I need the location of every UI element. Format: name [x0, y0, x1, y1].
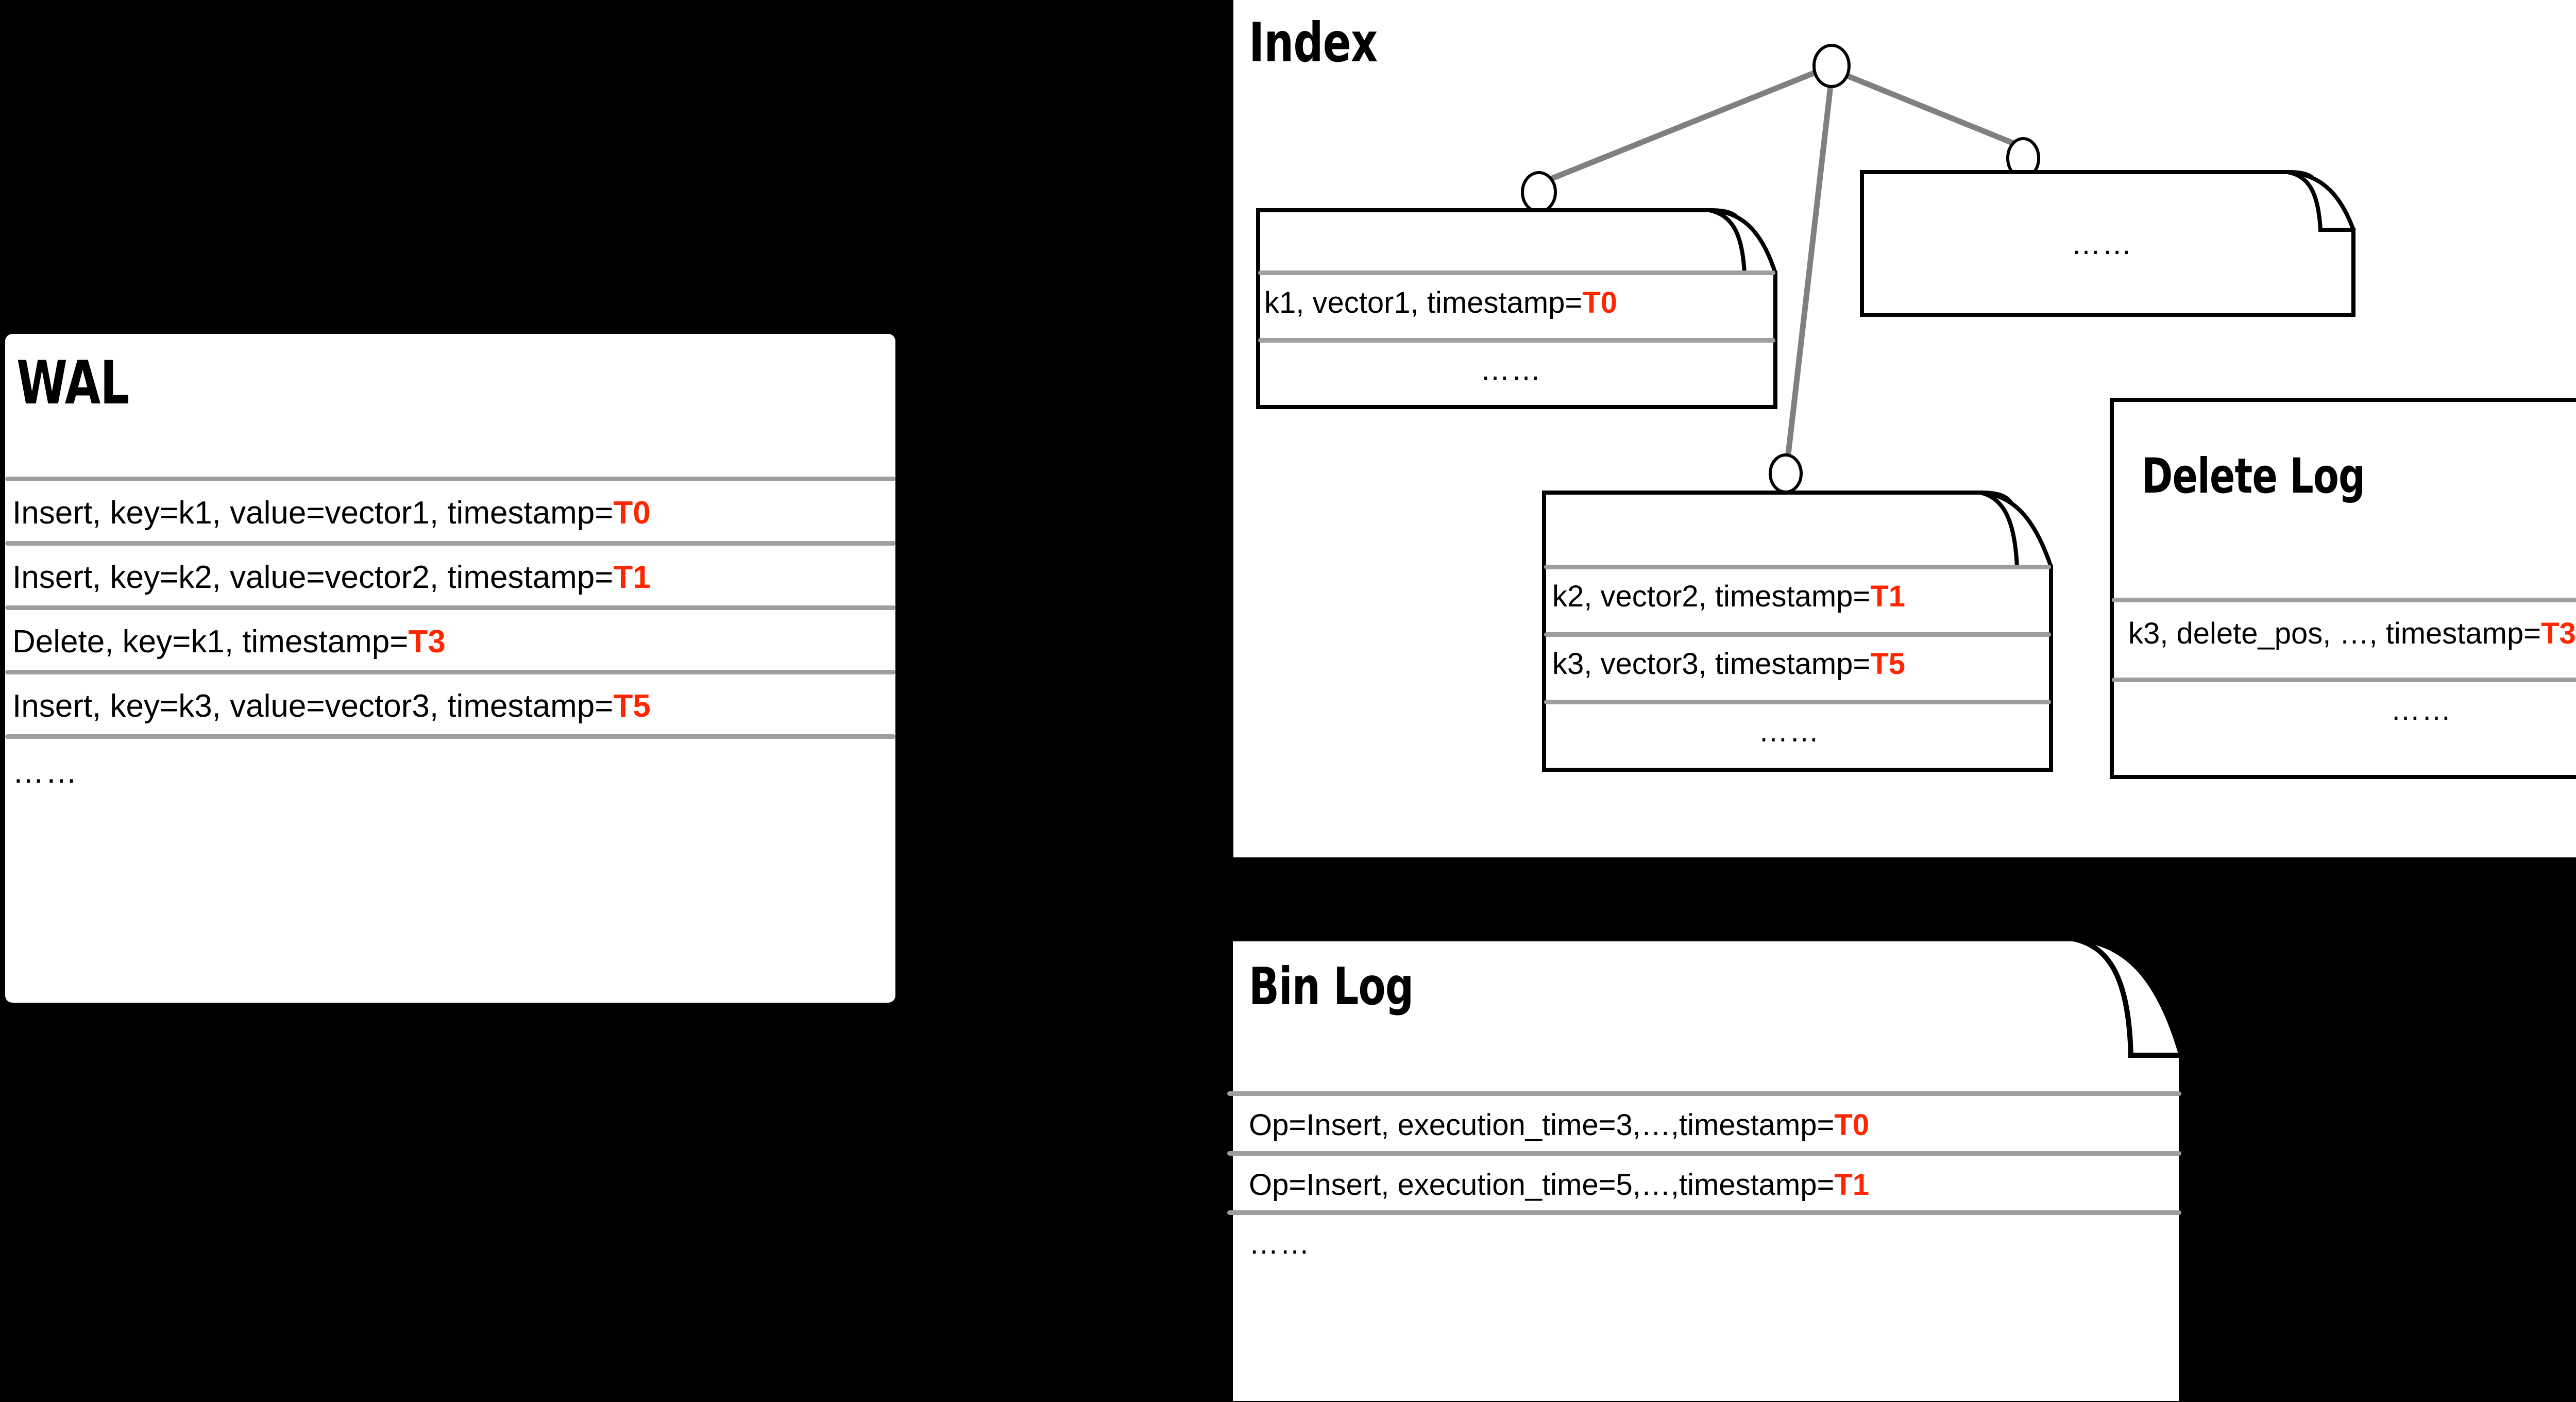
- bin-log-row-text: Op=Insert, execution_time=5,…,timestamp=: [1249, 1168, 1835, 1202]
- wal-row-timestamp: T5: [613, 688, 651, 724]
- wal-row-text: Delete, key=k1, timestamp=: [12, 624, 409, 660]
- wal-separator: [5, 477, 895, 481]
- wal-separator: [5, 541, 895, 546]
- wal-row-timestamp: T3: [408, 624, 446, 660]
- wal-row: Delete, key=k1, timestamp=T3: [12, 623, 446, 660]
- delete-log-row: k3, delete_pos, …, timestamp=T3: [2128, 616, 2576, 651]
- leaf-ellipsis-text: ……: [2071, 227, 2133, 261]
- index-leaf-ellipsis: ……: [1860, 170, 2357, 317]
- index-title: Index: [1249, 11, 1378, 74]
- leaf-k1-ellipsis: ……: [1480, 353, 1542, 386]
- doc-outline-delete-log: [2110, 398, 2576, 779]
- delete-log-separator: [2112, 678, 2576, 682]
- index-leaf-k2k3: k2, vector2, timestamp=T1 k3, vector3, t…: [1542, 491, 2055, 772]
- leaf-k2k3-row-text: k3, vector3, timestamp=: [1552, 647, 1871, 681]
- bin-log-row-text: Op=Insert, execution_time=3,…,timestamp=: [1249, 1108, 1835, 1142]
- wal-row-timestamp: T0: [613, 495, 651, 531]
- bin-log-row: Op=Insert, execution_time=5,…,timestamp=…: [1249, 1168, 1869, 1202]
- wal-row: Insert, key=k1, value=vector1, timestamp…: [12, 495, 651, 531]
- delete-log-separator: [2112, 598, 2576, 602]
- bin-log-row-timestamp: T0: [1834, 1108, 1870, 1142]
- bin-log-separator: [1227, 1210, 2181, 1215]
- leaf-k2k3-ellipsis: ……: [1758, 715, 1820, 748]
- leaf-k2k3-separator: [1544, 632, 2051, 637]
- leaf-k2k3-row: k3, vector3, timestamp=T5: [1552, 647, 1905, 681]
- index-leaf-k1: k1, vector1, timestamp=T0 ……: [1256, 208, 1777, 409]
- wal-row-text: Insert, key=k2, value=vector2, timestamp…: [12, 560, 614, 595]
- doc-outline-ellipsis: [1860, 170, 2355, 317]
- leaf-k2k3-row: k2, vector2, timestamp=T1: [1552, 579, 1905, 614]
- wal-row-text: Insert, key=k3, value=vector3, timestamp…: [12, 688, 614, 724]
- wal-ellipsis: ……: [12, 754, 78, 790]
- leaf-k2k3-row-text: k2, vector2, timestamp=: [1552, 580, 1871, 613]
- leaf-k1-row-text: k1, vector1, timestamp=: [1264, 286, 1583, 319]
- wal-title: WAL: [16, 348, 129, 418]
- delete-log-row-text: k3, delete_pos, …, timestamp=: [2128, 617, 2541, 650]
- doc-outline-k1: [1256, 208, 1777, 409]
- leaf-k1-separator: [1258, 338, 1775, 343]
- leaf-k2k3-separator: [1544, 565, 2051, 569]
- wal-row: Insert, key=k3, value=vector3, timestamp…: [12, 688, 651, 724]
- leaf-k1-row-timestamp: T0: [1582, 286, 1617, 319]
- wal-row: Insert, key=k2, value=vector2, timestamp…: [12, 559, 651, 596]
- leaf-k2k3-row-timestamp: T1: [1870, 580, 1905, 613]
- doc-outline-bin-log: [1228, 936, 2184, 1402]
- bin-log-separator: [1227, 1091, 2181, 1096]
- leaf-k2k3-separator: [1544, 700, 2051, 704]
- bin-log-row-timestamp: T1: [1834, 1168, 1870, 1202]
- leaf-k1-row: k1, vector1, timestamp=T0: [1264, 285, 1617, 320]
- bin-log-ellipsis: ……: [1249, 1227, 1311, 1260]
- wal-separator: [5, 605, 895, 610]
- bin-log-panel: Bin Log Op=Insert, execution_time=3,…,ti…: [1227, 936, 2223, 1402]
- delete-log-row-timestamp: T3: [2541, 617, 2576, 650]
- wal-separator: [5, 734, 895, 739]
- bin-log-title: Bin Log: [1249, 956, 1414, 1017]
- leaf-k2k3-row-timestamp: T5: [1870, 647, 1905, 681]
- bin-log-separator: [1227, 1151, 2181, 1156]
- delete-log-title: Delete Log: [2142, 448, 2365, 504]
- wal-panel: WAL Insert, key=k1, value=vector1, times…: [5, 334, 895, 1003]
- bin-log-row: Op=Insert, execution_time=3,…,timestamp=…: [1249, 1108, 1869, 1142]
- wal-row-timestamp: T1: [613, 560, 651, 595]
- wal-separator: [5, 670, 895, 674]
- leaf-k1-separator: [1258, 271, 1775, 275]
- wal-row-text: Insert, key=k1, value=vector1, timestamp…: [12, 495, 614, 531]
- delete-log-panel: Delete Log k3, delete_pos, …, timestamp=…: [2110, 398, 2576, 779]
- delete-log-ellipsis: ……: [2391, 693, 2452, 727]
